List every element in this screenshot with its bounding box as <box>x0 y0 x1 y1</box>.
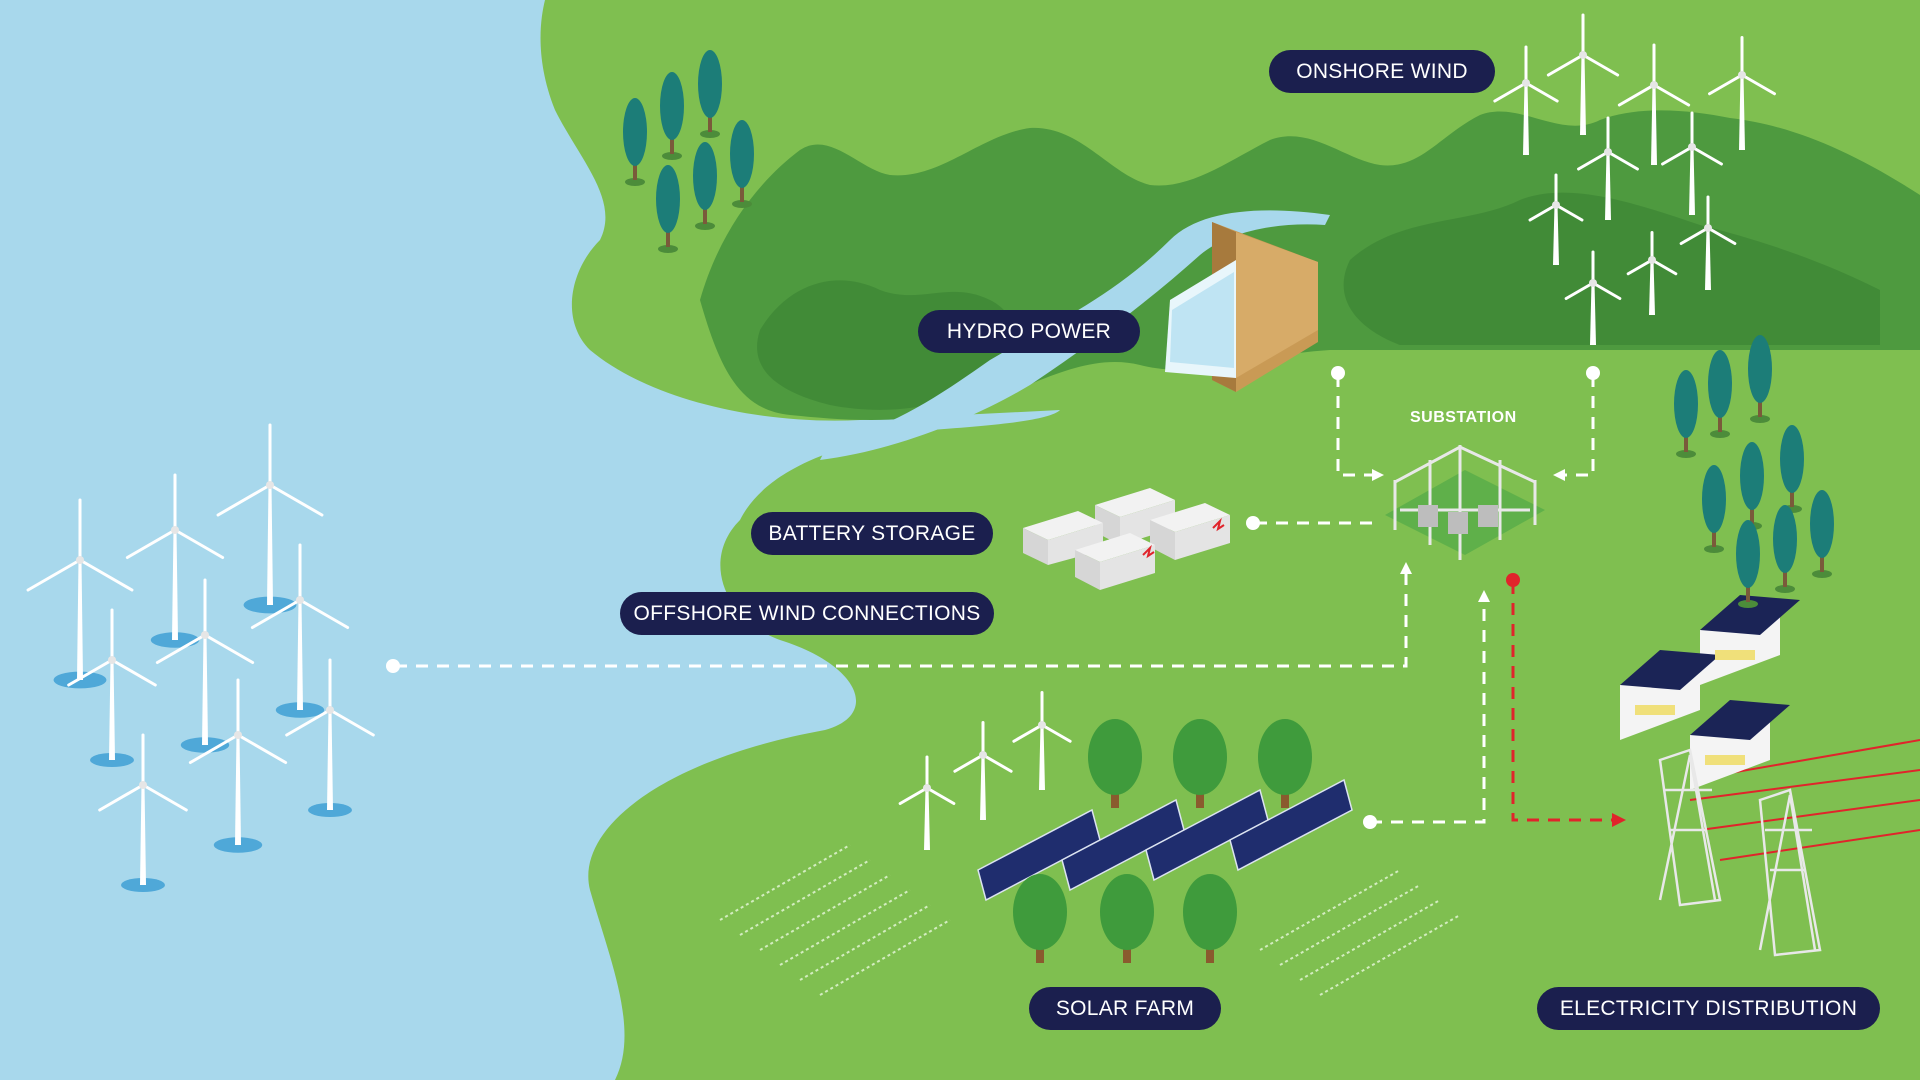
crop-field <box>719 844 1461 996</box>
tree-icon <box>1173 719 1227 808</box>
wind-turbine-icon <box>1564 250 1622 345</box>
electricity-distribution-label: ELECTRICITY DISTRIBUTION <box>1537 987 1880 1030</box>
tree-icon <box>1100 874 1154 963</box>
wind-turbines <box>26 13 1776 892</box>
tree-icon <box>1810 490 1834 578</box>
tree-icon <box>1674 370 1698 458</box>
solar-panel-icon <box>977 778 1353 902</box>
tree-icon <box>1088 719 1142 808</box>
connector-dots <box>386 366 1600 829</box>
battery-icon <box>1023 488 1230 590</box>
tree-icon <box>1258 719 1312 808</box>
wind-turbine-icon <box>1708 36 1776 150</box>
tree-icon <box>1702 465 1726 553</box>
tree-icon <box>730 120 754 208</box>
solar-connector <box>1370 600 1486 824</box>
wind-turbine-icon <box>155 578 255 753</box>
tree-icon <box>656 165 680 253</box>
house-icon <box>1620 595 1800 790</box>
trees <box>623 50 1834 963</box>
offshore-wind-connector <box>395 572 1408 668</box>
substation-label: SUBSTATION <box>1410 409 1517 426</box>
wind-turbine-icon <box>125 473 225 648</box>
wind-turbine-icon <box>1546 13 1620 135</box>
wind-turbine-icon <box>1661 111 1723 215</box>
wind-turbine-icon <box>67 608 157 767</box>
tree-icon <box>1708 350 1732 438</box>
tree-icon <box>1748 335 1772 423</box>
hills-shadow-east <box>1343 192 1880 345</box>
wind-turbine-icon <box>1577 116 1639 220</box>
pylon-icon <box>1658 748 1822 957</box>
wind-turbine-icon <box>98 733 188 892</box>
wind-turbine-icon <box>898 755 956 850</box>
tree-icon <box>623 98 647 186</box>
wind-turbine-icon <box>1493 45 1559 155</box>
wind-turbine-icon <box>250 543 350 718</box>
wind-turbine-icon <box>953 721 1013 820</box>
wind-turbine-icon <box>1528 173 1584 265</box>
tree-icon <box>1773 505 1797 593</box>
tree-icon <box>693 142 717 230</box>
hydro-power-label: HYDRO POWER <box>918 310 1140 353</box>
hydro-dam-icon <box>1165 222 1318 392</box>
wind-turbine-icon <box>1679 195 1737 290</box>
tree-icon <box>698 50 722 138</box>
tree-icon <box>1013 874 1067 963</box>
tree-icon <box>1736 520 1760 608</box>
wind-turbine-icon <box>1012 691 1072 790</box>
battery-storage-label: BATTERY STORAGE <box>751 512 993 555</box>
wind-turbine-icon <box>1617 43 1691 165</box>
wind-turbine-icon <box>285 658 375 817</box>
wind-turbine-icon <box>1626 231 1678 315</box>
solar-farm-label: SOLAR FARM <box>1029 987 1221 1030</box>
tree-icon <box>660 72 684 160</box>
onshore-wind-label: ONSHORE WIND <box>1269 50 1495 93</box>
offshore-wind-connections-label: OFFSHORE WIND CONNECTIONS <box>620 592 994 635</box>
substation-icon <box>1385 445 1545 560</box>
wind-turbine-icon <box>188 678 288 853</box>
distribution-line <box>1506 573 1920 861</box>
tree-icon <box>1183 874 1237 963</box>
connectors <box>395 375 1595 824</box>
